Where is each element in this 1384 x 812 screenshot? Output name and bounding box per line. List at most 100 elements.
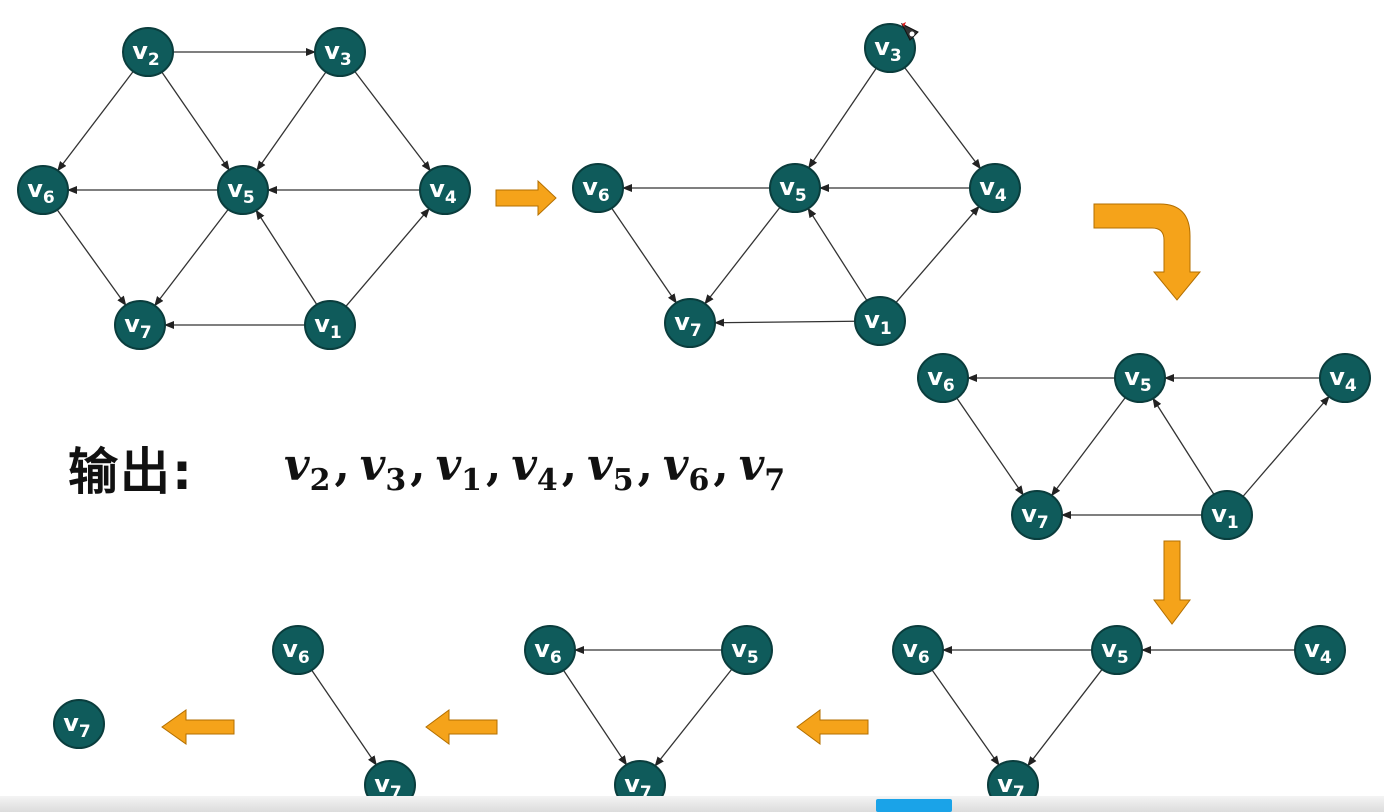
node-label: v4 [429, 175, 457, 208]
node-label: v7 [1021, 500, 1049, 533]
edge-g3-v6-v7 [956, 397, 1024, 496]
node-circle [721, 625, 773, 675]
node-circle [114, 300, 166, 350]
node-circle [1091, 625, 1143, 675]
sequence-separator: , [713, 440, 729, 491]
edge-g5-v5-v7 [654, 668, 733, 767]
edge-g2-v5-v7 [704, 206, 781, 305]
player-control-highlight[interactable] [876, 799, 952, 812]
node-label: v7 [63, 709, 91, 742]
node-label: v1 [1211, 500, 1239, 533]
edge-g5-v6-v7 [562, 669, 628, 766]
step-arrow-left-3 [161, 709, 235, 745]
node-circle [664, 298, 716, 348]
node-g3-v7: v7 [1011, 490, 1063, 540]
node-label: v2 [132, 37, 160, 70]
edge-g3-v1-v5 [1152, 397, 1215, 495]
node-g5-v5: v5 [721, 625, 773, 675]
node-label: v4 [1304, 635, 1332, 668]
edge-g2-v3-v5 [808, 67, 877, 169]
step-arrows [161, 179, 1202, 745]
node-label: v7 [624, 770, 652, 803]
node-g2-v5: v5 [769, 163, 821, 213]
node-circle [272, 625, 324, 675]
node-circle [1114, 353, 1166, 403]
node-circle [1201, 490, 1253, 540]
edge-g4-v6-v7 [931, 669, 1000, 766]
edge-g1-v3-v5 [256, 71, 327, 171]
node-label: v5 [227, 175, 255, 208]
node-label: v7 [997, 770, 1025, 803]
node-g1-v2: v2 [122, 27, 174, 77]
node-label: v3 [324, 37, 352, 70]
node-label: v5 [1101, 635, 1129, 668]
edge-g2-v3-v4 [904, 67, 981, 170]
node-circle [314, 27, 366, 77]
edge-g1-v1-v5 [255, 209, 318, 305]
node-g4-v5: v5 [1091, 625, 1143, 675]
node-circle [304, 300, 356, 350]
sequence-item: v4 [511, 440, 558, 498]
node-label: v6 [582, 173, 610, 206]
step-arrow-right [495, 179, 557, 217]
step-arrow-curve [1093, 203, 1202, 301]
edge-g1-v1-v4 [345, 207, 430, 307]
edge-g2-v6-v7 [611, 207, 677, 304]
node-circle [769, 163, 821, 213]
node-label: v1 [314, 310, 342, 343]
node-g2-v7: v7 [664, 298, 716, 348]
edge-g2-v1-v4 [895, 205, 980, 303]
node-label: v6 [902, 635, 930, 668]
node-circle [53, 699, 105, 749]
node-circle [892, 625, 944, 675]
sequence-separator: , [561, 440, 578, 491]
node-label: v4 [1329, 363, 1357, 396]
node-g1-v7: v7 [114, 300, 166, 350]
edge-g1-v6-v7 [56, 209, 127, 307]
sequence-item: v5 [587, 440, 634, 498]
node-label: v7 [374, 770, 402, 803]
node-g2-v6: v6 [572, 163, 624, 213]
node-label: v6 [282, 635, 310, 668]
sequence-separator: , [410, 440, 426, 491]
node-g3-v1: v1 [1201, 490, 1253, 540]
node-g3-v6: v6 [917, 353, 969, 403]
edge-g3-v1-v4 [1242, 395, 1330, 497]
node-label: v5 [731, 635, 759, 668]
node-circle [1294, 625, 1346, 675]
step-arrow-left-1 [796, 709, 869, 745]
node-label: v1 [864, 306, 892, 339]
node-circle [122, 27, 174, 77]
graph-nodes: v2 v3 v6 v5 v4 v7 v1 v3 v6 v5 v4 v7 v1 v6 v5 v4 v7 v1 v6 v5… [17, 23, 1371, 810]
node-circle [854, 296, 906, 346]
node-circle [524, 625, 576, 675]
edge-g2-v1-v5 [807, 207, 868, 301]
node-g4-v6: v6 [892, 625, 944, 675]
node-circle [1011, 490, 1063, 540]
node-g1-v3: v3 [314, 27, 366, 77]
node-g5-v6: v6 [524, 625, 576, 675]
edge-g4-v5-v7 [1027, 668, 1103, 767]
node-g4-v4: v4 [1294, 625, 1346, 675]
node-circle [217, 165, 269, 215]
edge-g1-v2-v5 [161, 71, 230, 171]
sequence-item: v6 [662, 440, 710, 498]
player-control-bar [0, 796, 1384, 812]
edge-g3-v5-v7 [1051, 397, 1126, 497]
output-sequence: v2,v3,v1,v4,v5,v6,v7 [284, 440, 785, 498]
node-g2-v3: v3 [864, 23, 916, 73]
node-circle [572, 163, 624, 213]
edge-g1-v5-v7 [154, 208, 229, 307]
node-g1-v6: v6 [17, 165, 69, 215]
node-circle [864, 23, 916, 73]
step-arrow-left-2 [425, 709, 498, 745]
node-label: v7 [674, 308, 702, 341]
node-g1-v5: v5 [217, 165, 269, 215]
graph-edges [56, 48, 1330, 767]
edge-g2-v1-v7 [713, 318, 856, 327]
sequence-item: v7 [738, 440, 786, 498]
edge-g1-v2-v6 [57, 70, 134, 172]
node-circle [969, 163, 1021, 213]
node-label: v3 [874, 33, 902, 66]
